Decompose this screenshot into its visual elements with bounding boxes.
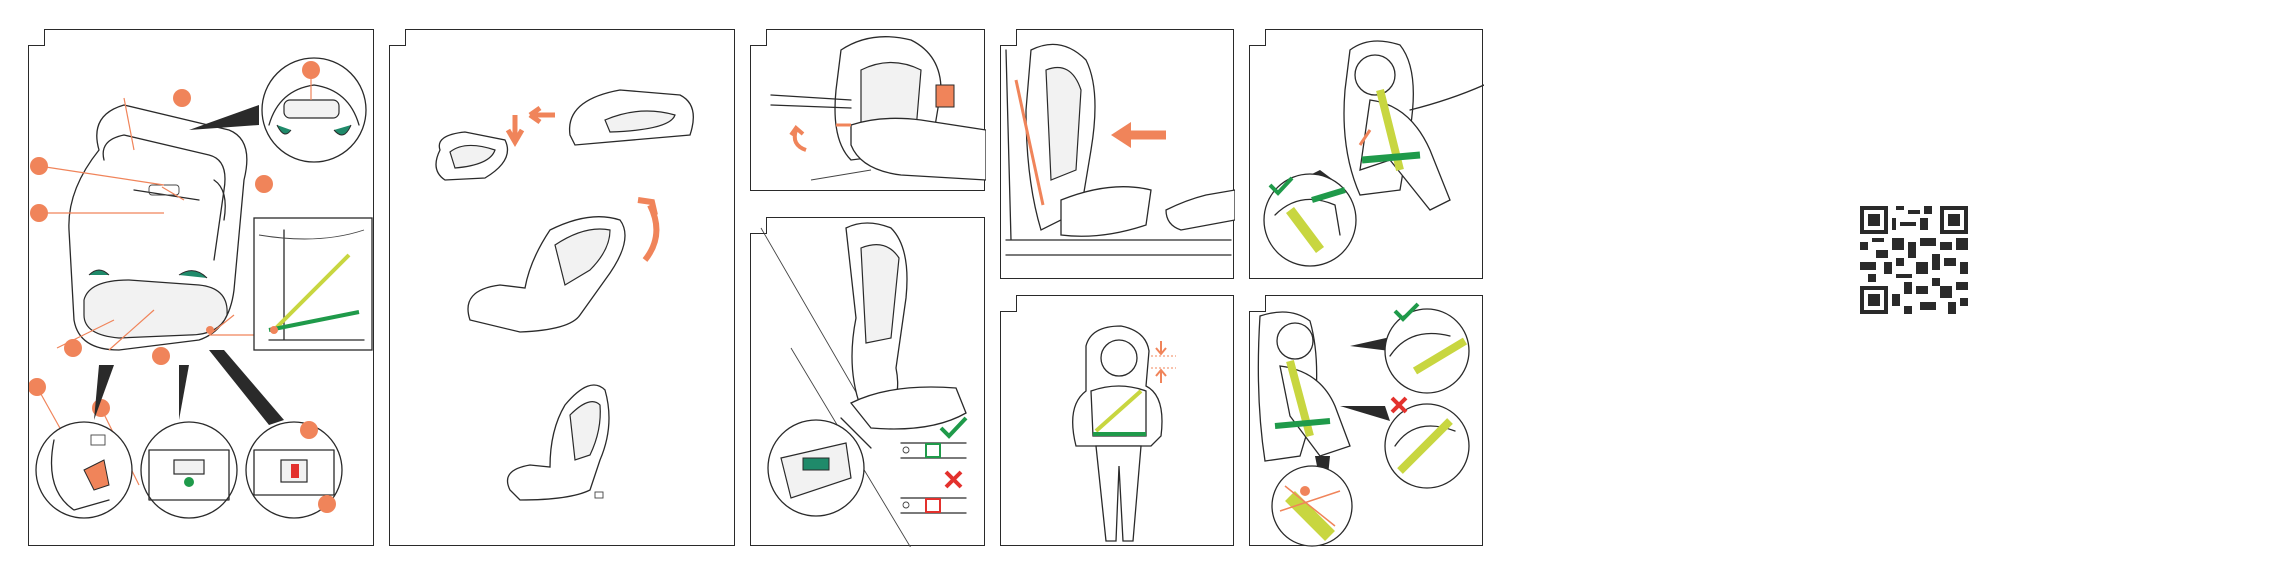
isofix-indicator-red-icon [901,498,966,513]
cross-icon [946,472,961,487]
backrest-detach-illustration [390,30,736,547]
isofix-arm-illustration [751,30,986,192]
panel-isofix-connect [750,217,985,546]
belt-route-illustration [1250,30,1484,280]
panel-isofix-release [750,29,985,191]
zoom-circle [1385,309,1469,393]
isofix-indicator-green-icon [901,443,966,458]
child-figure-illustration [1001,296,1235,547]
zoom-circle [1272,466,1352,546]
hand-icon [851,118,986,180]
panel-belt-check [1249,295,1483,546]
arrow-icon [1111,122,1131,148]
hand-icon [1166,190,1235,230]
panel-push-back [1000,29,1234,279]
rotate-arrow-icon [638,200,655,215]
isofix-connect-illustration [751,218,986,547]
qr-code-icon [1860,206,1968,314]
panel-headrest-height [1000,295,1234,546]
height-arrow-icon [1156,341,1166,354]
seat-overview-illustration [29,30,375,547]
panel-conversion [389,29,735,546]
panel-overview [28,29,374,546]
panel-belt-route [1249,29,1483,279]
belt-check-illustration [1250,296,1484,547]
push-back-illustration [1001,30,1235,280]
cross-icon [1392,398,1406,412]
